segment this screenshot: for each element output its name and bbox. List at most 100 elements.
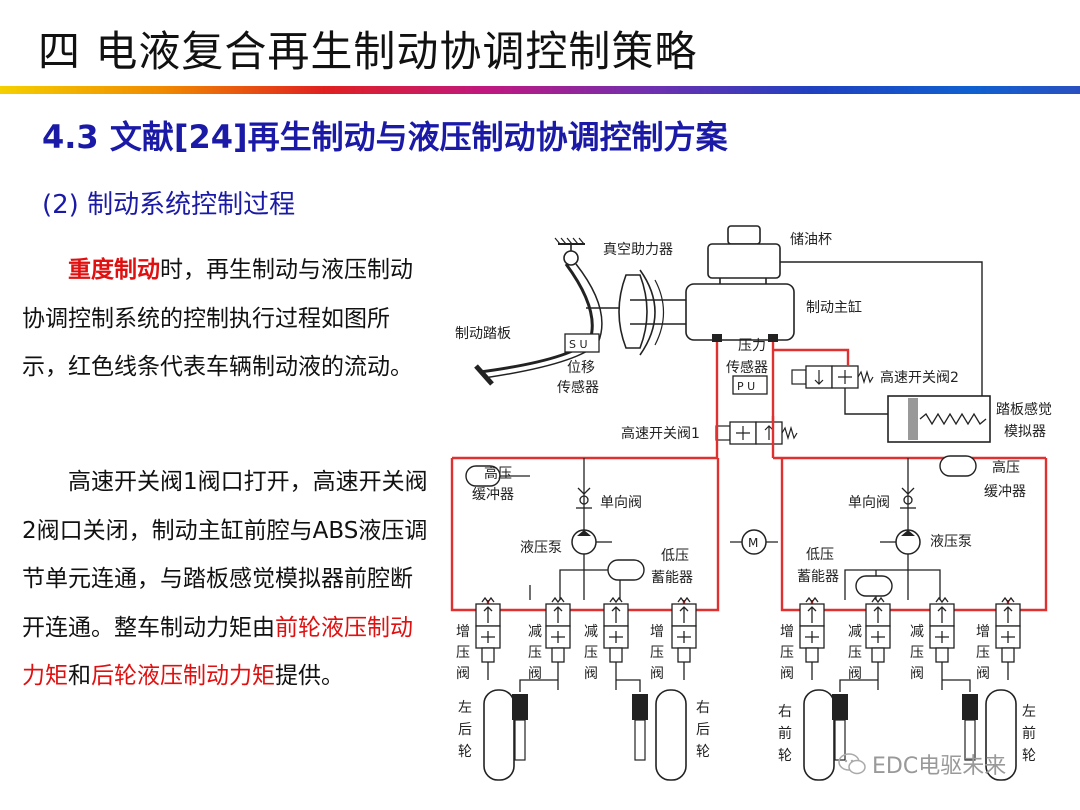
label-vacuum-booster: 真空助力器	[603, 242, 673, 258]
svg-text:P U: P U	[737, 380, 755, 393]
paragraph-1: 重度制动时，再生制动与液压制动协调控制系统的控制执行过程如图所示，红色线条代表车…	[22, 246, 432, 392]
pedal-assembly	[474, 237, 630, 386]
label-dec-rl-2: 压	[528, 645, 542, 661]
hp-accumulator-right	[939, 455, 977, 477]
pressure-sensor: P U	[732, 375, 768, 395]
svg-text:S U: S U	[569, 338, 588, 351]
label-lp-left-2: 蓄能器	[651, 570, 693, 586]
brake-system-diagram: 制动踏板 S U 位移 传感器 真空助力器 储油杯 制动主缸 压力 传感器 P …	[450, 225, 1052, 781]
label-wheel-rl-1: 左	[458, 700, 472, 716]
dec-valve-fr	[865, 597, 891, 663]
label-valve-1: 高速开关阀1	[621, 425, 700, 442]
displacement-sensor: S U	[564, 333, 600, 353]
label-valve-2: 高速开关阀2	[880, 369, 959, 386]
label-dec-fr-2: 压	[848, 645, 862, 661]
label-inc-rl-2: 压	[456, 645, 470, 661]
inc-valve-fl	[995, 597, 1021, 663]
label-lp-right-2: 蓄能器	[797, 569, 839, 585]
svg-text:M: M	[748, 536, 758, 550]
highlight-heavy-braking: 重度制动	[68, 257, 160, 283]
dec-valve-fl	[929, 597, 955, 663]
label-dec-fr-1: 减	[848, 624, 862, 640]
label-inc-fl-2: 压	[976, 645, 990, 661]
motor: M	[741, 529, 767, 555]
label-inc-rr-3: 阀	[650, 666, 664, 682]
wheel-rear-right	[632, 689, 687, 781]
dec-valve-rl	[545, 597, 571, 663]
high-speed-valve-2	[791, 365, 874, 389]
paragraph-2: 高速开关阀1阀口打开，高速开关阀2阀口关闭，制动主缸前腔与ABS液压调节单元连通…	[22, 458, 432, 701]
inc-valve-fr	[799, 597, 825, 663]
label-pump-right: 液压泵	[930, 534, 972, 550]
dec-valve-rr	[603, 597, 629, 663]
inc-valve-rr	[671, 597, 697, 663]
label-pump-left: 液压泵	[520, 540, 562, 556]
label-wheel-fr-1: 右	[778, 704, 792, 720]
label-hp-left-1: 高压	[484, 465, 512, 482]
label-dec-fl-3: 阀	[910, 666, 924, 682]
p2-text-end: 提供。	[275, 663, 344, 689]
p1-text: 时，再生制动与液压制动协调控制系统的控制执行过程如图所示，红色线条代表车辆制动液…	[22, 257, 413, 380]
label-wheel-rr-2: 后	[696, 722, 710, 738]
label-hp-right-1: 高压	[992, 459, 1020, 476]
label-inc-fr-2: 压	[780, 645, 794, 661]
hp-accumulator-left	[465, 465, 501, 487]
label-wheel-rl-2: 后	[458, 722, 472, 738]
label-check-right: 单向阀	[848, 495, 890, 511]
label-dec-rr-1: 减	[584, 624, 598, 640]
label-inc-fl-3: 阀	[976, 666, 990, 682]
wheel-rear-left	[483, 689, 528, 781]
label-lp-left-1: 低压	[661, 548, 689, 564]
label-inc-rr-2: 压	[650, 645, 664, 661]
p2-text-mid: 和	[68, 663, 91, 689]
label-wheel-fl-2: 前	[1022, 725, 1036, 742]
label-lp-right-1: 低压	[806, 547, 834, 563]
label-brake-pedal: 制动踏板	[455, 326, 511, 342]
label-hp-right-2: 缓冲器	[984, 484, 1026, 500]
label-pressure-2: 传感器	[726, 359, 768, 376]
p2-text-a: 高速开关阀1阀口打开，高速开关阀2阀口关闭，制动主缸前腔与ABS液压调节单元连通…	[22, 469, 428, 641]
vacuum-booster	[618, 269, 686, 356]
master-cylinder	[685, 283, 795, 342]
section-title: 4.3 文献[24]再生制动与液压制动协调控制方案	[42, 118, 728, 156]
label-dec-fl-2: 压	[910, 645, 924, 661]
lp-accumulator-right	[855, 575, 893, 597]
label-check-left: 单向阀	[600, 495, 642, 511]
label-hp-left-2: 缓冲器	[472, 487, 514, 503]
label-wheel-rr-3: 轮	[696, 744, 710, 760]
rainbow-divider	[0, 86, 1080, 94]
highlight-front-torque: 前轮液压制动力矩	[22, 614, 413, 690]
label-wheel-rr-1: 右	[696, 700, 710, 716]
label-dec-rl-1: 减	[528, 624, 542, 640]
label-dec-rl-3: 阀	[528, 666, 542, 682]
label-inc-fl-1: 增	[976, 624, 990, 640]
label-dec-rr-2: 压	[584, 645, 598, 661]
lp-accumulator-left	[607, 559, 645, 581]
label-wheel-rl-3: 轮	[458, 744, 472, 760]
label-wheel-fl-3: 轮	[1022, 748, 1036, 764]
wheel-front-left	[962, 689, 1017, 781]
check-valve-right	[900, 487, 916, 509]
label-wheel-fl-1: 左	[1022, 704, 1036, 720]
high-speed-valve-1	[715, 421, 798, 445]
check-valve-left	[576, 487, 592, 509]
subsection-title: (2) 制动系统控制过程	[42, 190, 296, 220]
label-inc-rl-3: 阀	[456, 666, 470, 682]
highlight-rear-torque: 后轮液压制动力矩	[91, 663, 275, 689]
inc-valve-rl	[475, 597, 501, 663]
label-simulator-2: 模拟器	[1004, 424, 1046, 440]
label-wheel-fr-3: 轮	[778, 748, 792, 764]
pedal-feel-simulator	[887, 395, 991, 443]
label-wheel-fr-2: 前	[778, 725, 792, 742]
page-title: 四 电液复合再生制动协调控制策略	[38, 27, 698, 76]
pump-right	[880, 529, 921, 555]
pump-left	[571, 529, 612, 555]
reservoir	[707, 225, 781, 286]
label-pressure-1: 压力	[738, 338, 766, 354]
label-reservoir: 储油杯	[790, 232, 832, 248]
label-inc-rl-1: 增	[456, 624, 470, 640]
label-displacement-2: 传感器	[557, 379, 599, 396]
label-inc-fr-3: 阀	[780, 666, 794, 682]
label-master-cylinder: 制动主缸	[806, 299, 862, 316]
label-inc-fr-1: 增	[780, 624, 794, 640]
